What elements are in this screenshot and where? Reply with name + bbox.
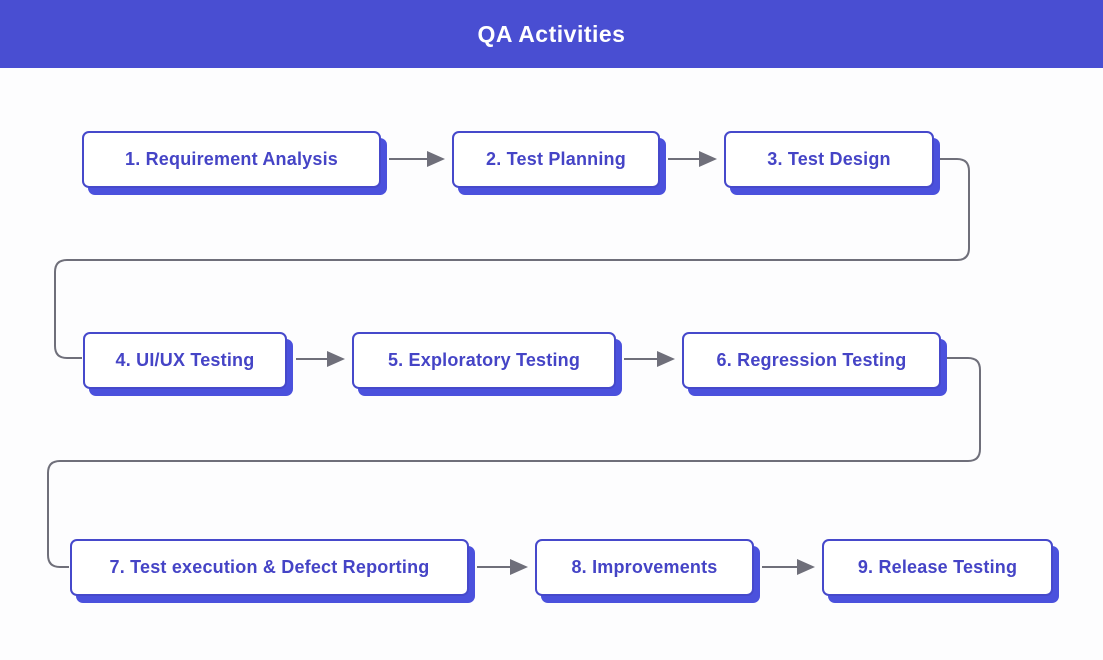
flow-node-label: 4. UI/UX Testing (115, 350, 255, 370)
flow-node-label: 1. Requirement Analysis (124, 149, 338, 169)
header-bar: QA Activities (0, 0, 1103, 68)
connector-6-7 (47, 357, 981, 568)
page-title: QA Activities (477, 20, 626, 47)
flow-node-regression-testing: 6. Regression Testing (682, 332, 941, 389)
flow-node-improvements: 8. Improvements (535, 539, 754, 596)
flow-node-label: 9. Release Testing (857, 557, 1018, 577)
flow-node-label: 6. Regression Testing (716, 350, 907, 370)
flow-node-label: 5. Exploratory Testing (387, 350, 581, 370)
flow-node-label: 8. Improvements (571, 557, 718, 577)
flow-node-label: 7. Test execution & Defect Reporting (109, 557, 430, 577)
flow-node-uiux-testing: 4. UI/UX Testing (83, 332, 287, 389)
flow-node-requirement-analysis: 1. Requirement Analysis (82, 131, 381, 188)
flow-node-exploratory-testing: 5. Exploratory Testing (352, 332, 616, 389)
flow-node-test-execution-defect-reporting: 7. Test execution & Defect Reporting (70, 539, 469, 596)
flow-node-label: 3. Test Design (767, 149, 891, 169)
flow-node-release-testing: 9. Release Testing (822, 539, 1053, 596)
flow-node-test-design: 3. Test Design (724, 131, 934, 188)
flow-node-label: 2. Test Planning (486, 149, 626, 169)
connector-3-4 (54, 158, 970, 359)
flow-node-test-planning: 2. Test Planning (452, 131, 660, 188)
